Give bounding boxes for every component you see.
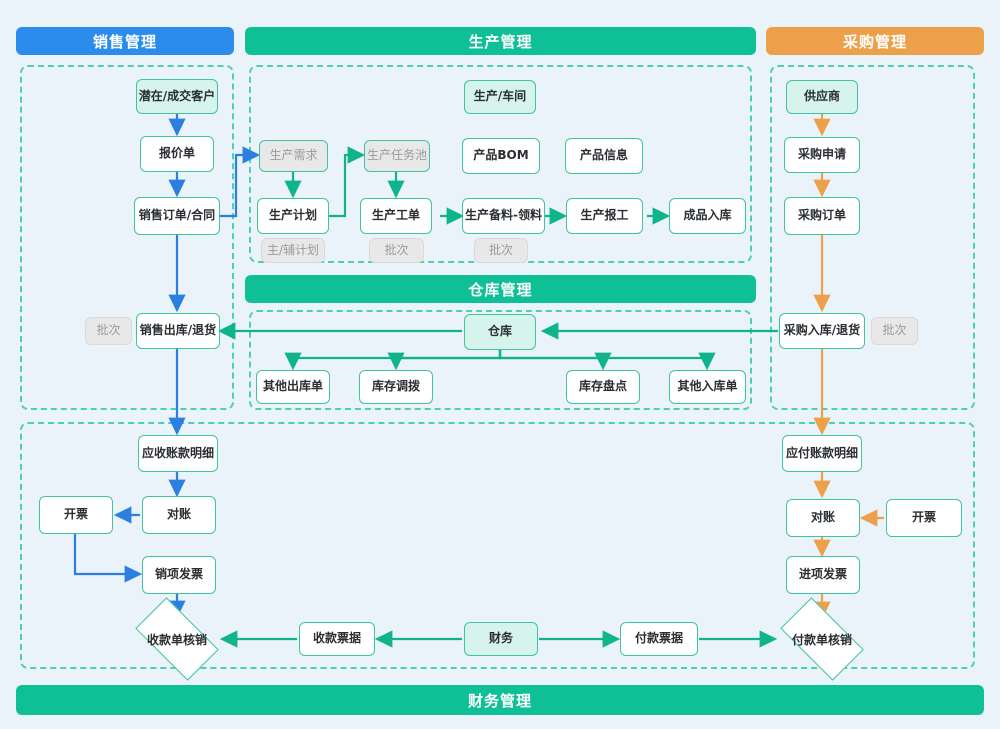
section-bar-sales: 销售管理 [16, 27, 234, 55]
section-bar-purchase: 采购管理 [766, 27, 984, 55]
node-purchase-req[interactable]: 采购申请 [784, 137, 860, 173]
node-product-bom-label: 产品BOM [473, 148, 529, 163]
node-purchase-in-label: 采购入库/退货 [783, 323, 861, 338]
section-bar-warehouse-label: 仓库管理 [468, 280, 533, 299]
node-product-info[interactable]: 产品信息 [565, 138, 643, 174]
node-work-order[interactable]: 生产工单 [360, 198, 432, 234]
section-bar-sales-label: 销售管理 [92, 32, 157, 51]
node-ar-detail[interactable]: 应收账款明细 [138, 435, 218, 472]
node-task-pool-label: 生产任务池 [366, 148, 427, 163]
node-prod-plan[interactable]: 生产计划 [257, 198, 329, 234]
group-warehouse [249, 310, 752, 410]
node-purchase-batch: 批次 [871, 317, 918, 345]
node-finance-hub[interactable]: 财务 [464, 622, 538, 656]
node-sales-order[interactable]: 销售订单/合同 [134, 197, 220, 235]
node-prod-material-label: 生产备料-领料 [465, 208, 542, 223]
node-prod-report[interactable]: 生产报工 [566, 198, 643, 234]
node-stock-count[interactable]: 库存盘点 [566, 370, 640, 404]
node-supplier[interactable]: 供应商 [786, 80, 858, 114]
node-work-order-sub-label: 批次 [384, 242, 409, 257]
node-prod-demand-label: 生产需求 [269, 148, 318, 163]
node-payment-bill-label: 付款票据 [634, 631, 683, 646]
node-ap-recon[interactable]: 对账 [786, 499, 860, 537]
node-prod-material-sub: 批次 [474, 238, 528, 263]
node-output-invoice[interactable]: 销项发票 [142, 556, 216, 594]
node-finished-in-label: 成品入库 [683, 208, 732, 223]
node-product-bom[interactable]: 产品BOM [462, 138, 540, 174]
node-payment-bill[interactable]: 付款票据 [620, 622, 698, 656]
node-task-pool: 生产任务池 [364, 140, 430, 172]
node-finance-hub-label: 财务 [488, 631, 513, 646]
node-ap-detail[interactable]: 应付账款明细 [782, 435, 862, 472]
node-receipt-writeoff[interactable]: 收款单核销 [135, 597, 219, 681]
node-purchase-batch-label: 批次 [882, 323, 907, 338]
node-stock-transfer[interactable]: 库存调拨 [359, 370, 433, 404]
node-prod-demand: 生产需求 [259, 140, 328, 172]
node-ar-invoice[interactable]: 开票 [39, 496, 113, 534]
node-prod-workshop-label: 生产/车间 [473, 89, 527, 104]
node-prod-workshop[interactable]: 生产/车间 [464, 80, 536, 114]
node-warehouse-hub[interactable]: 仓库 [464, 314, 536, 350]
node-prod-material-sub-label: 批次 [488, 242, 513, 257]
node-work-order-sub: 批次 [369, 238, 424, 263]
node-warehouse-hub-label: 仓库 [487, 324, 512, 339]
node-purchase-in[interactable]: 采购入库/退货 [779, 313, 865, 349]
node-ar-detail-label: 应收账款明细 [141, 445, 214, 460]
node-prod-report-label: 生产报工 [580, 208, 629, 223]
node-ap-recon-label: 对账 [810, 510, 835, 525]
node-receipt-writeoff-label: 收款单核销 [146, 632, 207, 647]
section-bar-production: 生产管理 [245, 27, 756, 55]
section-bar-warehouse: 仓库管理 [245, 275, 756, 303]
group-finance [20, 422, 975, 669]
node-purchase-order-label: 采购订单 [797, 208, 846, 223]
node-purchase-req-label: 采购申请 [797, 147, 846, 162]
node-ar-invoice-label: 开票 [63, 507, 88, 522]
node-ap-invoice[interactable]: 开票 [886, 499, 962, 537]
node-receipt-bill[interactable]: 收款票据 [299, 622, 375, 656]
node-ar-recon-label: 对账 [166, 507, 191, 522]
node-sales-batch-label: 批次 [96, 323, 121, 338]
node-payment-writeoff-label: 付款单核销 [791, 632, 852, 647]
node-quotation-label: 报价单 [158, 146, 195, 161]
section-bar-finance: 财务管理 [16, 685, 984, 715]
node-finished-in[interactable]: 成品入库 [669, 198, 746, 234]
node-stock-count-label: 库存盘点 [578, 379, 627, 394]
node-sales-out[interactable]: 销售出库/退货 [136, 313, 220, 349]
section-bar-finance-label: 财务管理 [467, 691, 532, 710]
node-prod-plan-sub-label: 主/辅计划 [266, 242, 320, 257]
node-receipt-bill-label: 收款票据 [312, 631, 361, 646]
group-purchase [770, 65, 975, 410]
node-ap-detail-label: 应付账款明细 [785, 445, 858, 460]
node-payment-writeoff[interactable]: 付款单核销 [780, 597, 864, 681]
node-work-order-label: 生产工单 [371, 208, 420, 223]
node-ap-invoice-label: 开票 [911, 510, 936, 525]
node-prod-plan-label: 生产计划 [268, 208, 317, 223]
node-other-in-label: 其他入库单 [677, 379, 738, 394]
node-prod-material[interactable]: 生产备料-领料 [462, 198, 545, 234]
node-sales-out-label: 销售出库/退货 [139, 323, 217, 338]
node-customer-label: 潜在/成交客户 [138, 88, 216, 103]
node-other-out[interactable]: 其他出库单 [256, 370, 330, 404]
node-output-invoice-label: 销项发票 [154, 567, 203, 582]
node-other-out-label: 其他出库单 [262, 379, 323, 394]
section-bar-purchase-label: 采购管理 [842, 32, 907, 51]
group-sales [20, 65, 234, 410]
node-other-in[interactable]: 其他入库单 [669, 370, 746, 404]
node-input-invoice-label: 进项发票 [798, 567, 847, 582]
node-quotation[interactable]: 报价单 [140, 136, 214, 172]
node-sales-order-label: 销售订单/合同 [138, 208, 216, 223]
node-input-invoice[interactable]: 进项发票 [786, 556, 860, 594]
node-prod-plan-sub: 主/辅计划 [261, 238, 325, 263]
node-product-info-label: 产品信息 [579, 148, 628, 163]
node-stock-transfer-label: 库存调拨 [371, 379, 420, 394]
node-purchase-order[interactable]: 采购订单 [784, 197, 860, 235]
node-sales-batch: 批次 [85, 317, 132, 345]
section-bar-production-label: 生产管理 [468, 32, 533, 51]
node-supplier-label: 供应商 [803, 89, 840, 104]
node-customer[interactable]: 潜在/成交客户 [136, 79, 218, 114]
node-ar-recon[interactable]: 对账 [142, 496, 216, 534]
